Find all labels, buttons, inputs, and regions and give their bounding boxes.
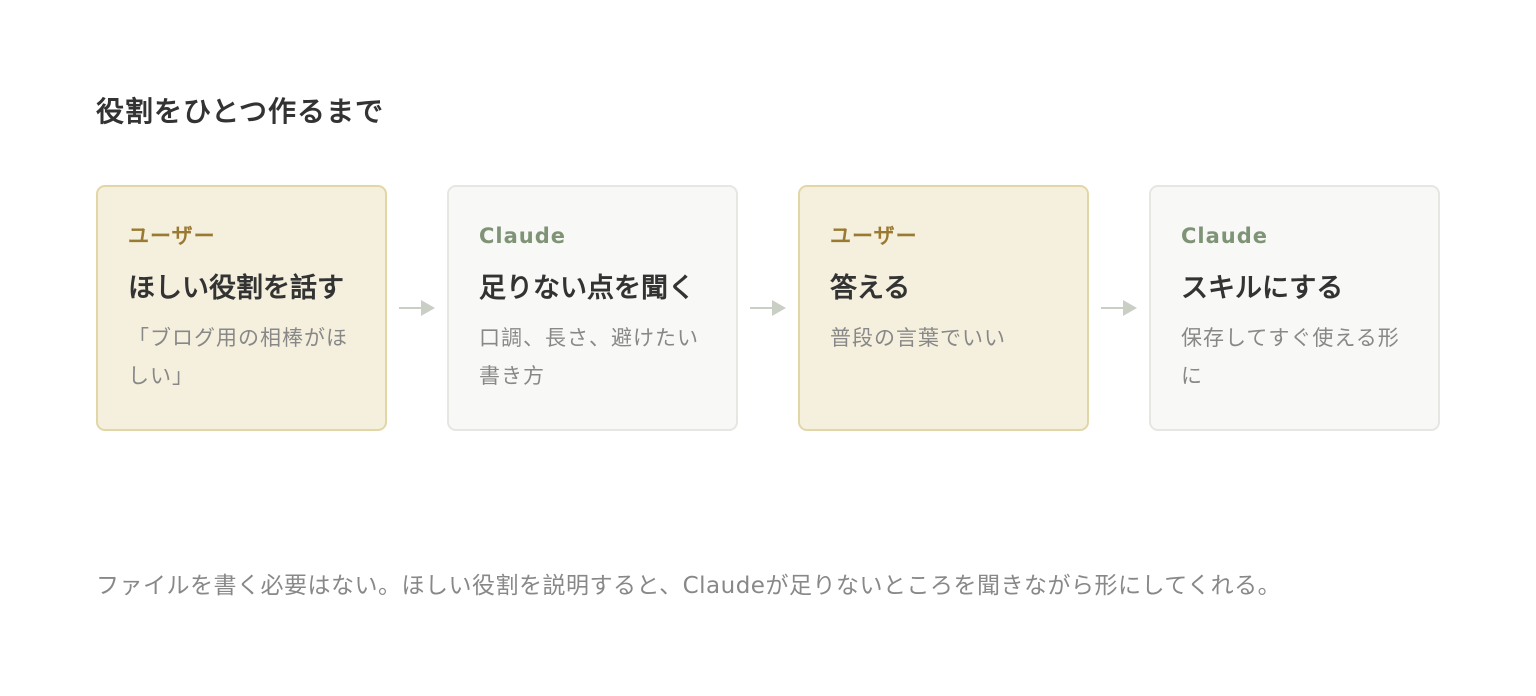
step-description: 口調、長さ、避けたい書き方 — [479, 326, 699, 388]
step-heading: ほしい役割を話す — [128, 273, 344, 304]
step-description: 「ブログ用の相棒がほしい」 — [128, 326, 348, 388]
arrow-right-icon — [387, 293, 447, 323]
step-description: 普段の言葉でいい — [830, 326, 1006, 350]
step-heading: 足りない点を聞く — [479, 273, 695, 304]
arrow-right-icon — [1089, 293, 1149, 323]
step-card-claude-skill: Claude スキルにする 保存してすぐ使える形に — [1149, 185, 1440, 431]
flow-diagram: ユーザー ほしい役割を話す 「ブログ用の相棒がほしい」 Claude 足りない点… — [96, 185, 1440, 431]
footer-note: ファイルを書く必要はない。ほしい役割を説明すると、Claudeが足りないところを… — [96, 573, 1282, 599]
step-card-user-answer: ユーザー 答える 普段の言葉でいい — [798, 185, 1089, 431]
step-heading: スキルにする — [1181, 273, 1344, 304]
step-description: 保存してすぐ使える形に — [1181, 326, 1400, 388]
step-actor: ユーザー — [128, 224, 216, 248]
step-actor: ユーザー — [830, 224, 918, 248]
step-card-claude-ask: Claude 足りない点を聞く 口調、長さ、避けたい書き方 — [447, 185, 738, 431]
step-actor: Claude — [479, 224, 567, 248]
arrow-right-icon — [738, 293, 798, 323]
page-title: 役割をひとつ作るまで — [96, 95, 385, 128]
step-heading: 答える — [830, 273, 911, 304]
step-actor: Claude — [1181, 224, 1269, 248]
step-card-user-request: ユーザー ほしい役割を話す 「ブログ用の相棒がほしい」 — [96, 185, 387, 431]
